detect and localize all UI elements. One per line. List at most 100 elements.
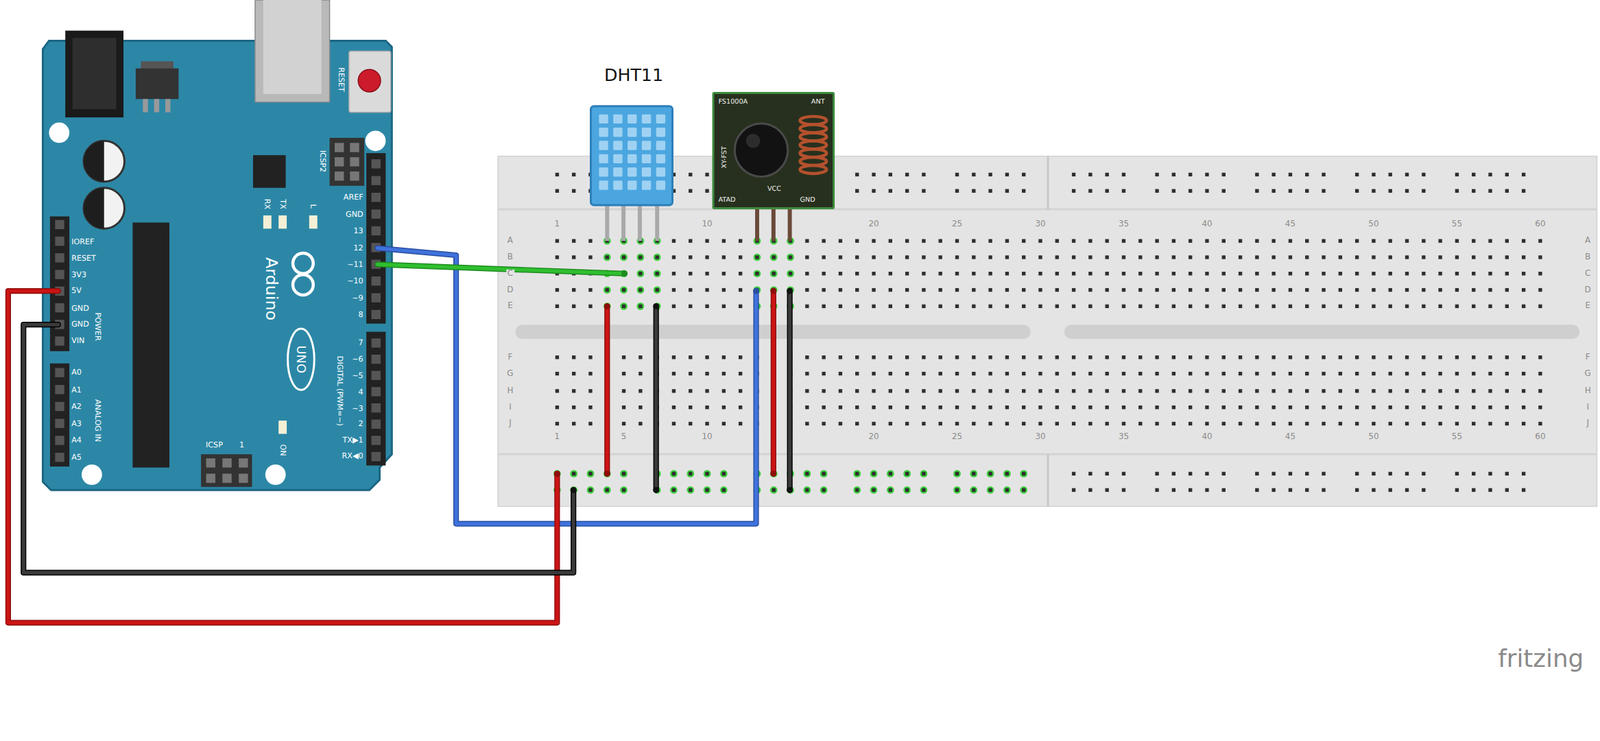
breadboard-hole bbox=[705, 371, 709, 376]
microcontroller-chip bbox=[132, 222, 170, 468]
breadboard-hole bbox=[805, 288, 809, 292]
breadboard-hole bbox=[1388, 304, 1393, 308]
breadboard-hole bbox=[1055, 288, 1059, 292]
breadboard-hole bbox=[1255, 471, 1259, 476]
breadboard-hole bbox=[1172, 189, 1176, 193]
breadboard-hole bbox=[1222, 405, 1226, 409]
breadboard-hole bbox=[1138, 255, 1142, 259]
connected-hole-highlight bbox=[969, 469, 978, 478]
breadboard-hole bbox=[1105, 172, 1109, 177]
breadboard-hole bbox=[1438, 271, 1442, 276]
breadboard-hole bbox=[1405, 304, 1409, 308]
breadboard-hole bbox=[805, 421, 809, 426]
breadboard-hole bbox=[1288, 172, 1293, 177]
column-number: 60 bbox=[1534, 220, 1547, 229]
breadboard-hole bbox=[1505, 304, 1509, 308]
breadboard-hole bbox=[1521, 421, 1526, 426]
breadboard-hole bbox=[921, 488, 926, 492]
breadboard-hole bbox=[1288, 304, 1293, 308]
breadboard-hole bbox=[1355, 288, 1359, 292]
sensor-grille bbox=[598, 127, 608, 137]
breadboard-hole bbox=[1338, 288, 1343, 292]
breadboard-hole bbox=[1088, 371, 1092, 376]
header-pin bbox=[54, 253, 64, 262]
header-pin bbox=[371, 309, 381, 319]
mounting-hole bbox=[265, 464, 286, 485]
capacitor-mark bbox=[83, 187, 105, 230]
column-number: 60 bbox=[1534, 432, 1547, 441]
sensor-grille bbox=[613, 140, 623, 150]
breadboard-hole bbox=[571, 255, 576, 259]
breadboard-hole bbox=[871, 421, 876, 426]
board-pin-label: TX▶1 bbox=[342, 436, 364, 444]
breadboard-hole bbox=[1188, 405, 1192, 409]
breadboard-hole bbox=[1055, 255, 1059, 259]
breadboard-hole bbox=[571, 238, 576, 243]
breadboard-hole bbox=[722, 371, 726, 376]
breadboard-hole bbox=[1222, 388, 1226, 393]
breadboard-hole bbox=[838, 355, 843, 359]
breadboard-hole bbox=[1088, 189, 1092, 193]
breadboard-hole bbox=[1238, 255, 1243, 259]
breadboard-hole bbox=[1238, 355, 1243, 359]
breadboard-hole bbox=[1521, 471, 1526, 476]
breadboard-hole bbox=[1055, 388, 1059, 393]
breadboard-hole bbox=[738, 255, 743, 259]
breadboard-hole bbox=[1405, 421, 1409, 426]
breadboard-hole bbox=[1021, 421, 1026, 426]
breadboard-hole bbox=[1488, 355, 1492, 359]
breadboard-hole bbox=[1321, 255, 1325, 259]
breadboard-hole bbox=[1154, 471, 1159, 476]
sensor-grille bbox=[613, 114, 623, 124]
breadboard-hole bbox=[1488, 488, 1492, 492]
breadboard-hole bbox=[1305, 421, 1309, 426]
breadboard-hole bbox=[1355, 471, 1359, 476]
connected-hole-highlight bbox=[637, 253, 645, 262]
breadboard-hole bbox=[1538, 304, 1542, 308]
board-pin-label: GND bbox=[345, 210, 364, 219]
row-letter: I bbox=[1585, 403, 1590, 412]
sensor-grille bbox=[627, 140, 637, 150]
breadboard-hole bbox=[1071, 304, 1076, 308]
breadboard-hole bbox=[1371, 304, 1376, 308]
breadboard-hole bbox=[1121, 255, 1126, 259]
breadboard-hole bbox=[1038, 288, 1042, 292]
breadboard-hole bbox=[988, 304, 992, 308]
breadboard-hole bbox=[1238, 304, 1243, 308]
breadboard-hole bbox=[1021, 304, 1026, 308]
breadboard-hole bbox=[971, 371, 976, 376]
breadboard-hole bbox=[971, 288, 976, 292]
analog-header bbox=[50, 363, 70, 467]
breadboard-hole bbox=[888, 255, 893, 259]
breadboard-hole bbox=[555, 421, 559, 426]
wire-end bbox=[621, 270, 628, 277]
breadboard-hole bbox=[1088, 172, 1092, 177]
breadboard-hole bbox=[1005, 288, 1009, 292]
breadboard-hole bbox=[805, 238, 809, 243]
board-pin-label: 1 bbox=[239, 440, 245, 449]
breadboard-hole bbox=[988, 421, 992, 426]
breadboard-hole bbox=[1204, 172, 1209, 177]
connected-hole-highlight bbox=[619, 486, 628, 494]
breadboard-hole bbox=[1188, 238, 1192, 243]
breadboard-hole bbox=[705, 189, 709, 193]
breadboard-hole bbox=[555, 189, 559, 193]
board-pin-label: A1 bbox=[71, 386, 82, 394]
breadboard-hole bbox=[1321, 271, 1325, 276]
breadboard-hole bbox=[1338, 271, 1343, 276]
breadboard-hole bbox=[1455, 255, 1459, 259]
sensor-grille bbox=[656, 154, 666, 164]
breadboard-hole bbox=[821, 238, 826, 243]
breadboard-hole bbox=[571, 189, 576, 193]
sensor-grille bbox=[627, 114, 637, 124]
row-letter: I bbox=[508, 403, 513, 412]
rf-transmitter-module: FS1000AANTXY-FSTATADVCCGND bbox=[712, 91, 836, 210]
board-pin-label: A0 bbox=[71, 368, 82, 376]
breadboard-hole bbox=[1488, 172, 1492, 177]
board-pin-label: 13 bbox=[353, 227, 363, 235]
wire-end bbox=[770, 470, 777, 477]
wire-outline bbox=[377, 248, 757, 524]
breadboard-hole bbox=[1154, 371, 1159, 376]
breadboard-hole bbox=[738, 304, 743, 308]
rail-divider bbox=[1047, 156, 1050, 210]
